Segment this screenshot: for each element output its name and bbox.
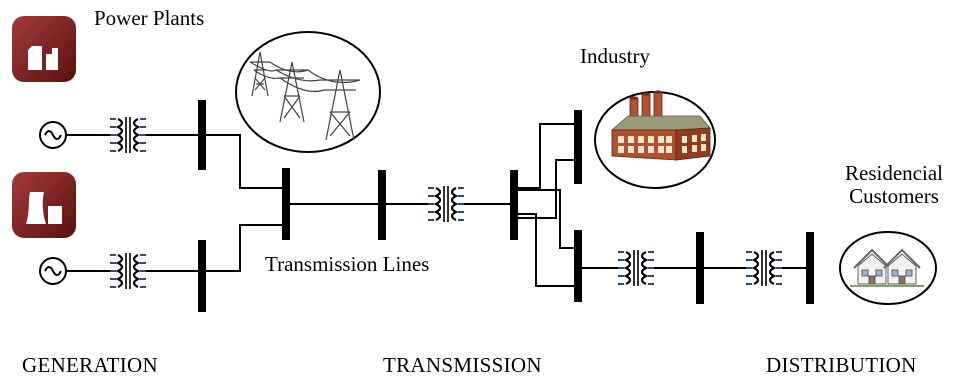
busbar: [282, 168, 290, 240]
busbar: [510, 170, 518, 240]
busbar: [696, 232, 704, 304]
transformer-icon: [108, 251, 148, 291]
power-plants-label: Power Plants: [94, 6, 205, 30]
busbar: [574, 110, 582, 184]
industry-label: Industry: [580, 44, 650, 68]
transformer-icon: [108, 115, 148, 155]
factory-icon: [594, 90, 716, 189]
busbar: [198, 100, 206, 170]
generator-icon: [39, 257, 67, 285]
transmission-label: TRANSMISSION: [383, 353, 542, 377]
transformer-icon: [744, 248, 784, 288]
busbar: [198, 240, 206, 312]
distribution-label: DISTRIBUTION: [766, 353, 917, 377]
transmission-lines-label: Transmission Lines: [265, 252, 430, 276]
connection-lines: [66, 123, 810, 287]
busbar: [378, 170, 386, 240]
transformer-icon: [616, 248, 656, 288]
transformer-icon: [426, 184, 466, 224]
power-plant-icon: [12, 16, 76, 82]
residential-customers-label: Residencial Customers: [836, 161, 952, 209]
residential-line-2: Customers: [849, 184, 939, 209]
busbar: [574, 230, 582, 302]
residential-line-1: Residencial: [845, 161, 943, 185]
generation-label: GENERATION: [22, 353, 158, 377]
generator-icon: [39, 121, 67, 149]
busbar: [806, 232, 814, 304]
transmission-tower-icon: [235, 31, 381, 153]
power-plant-icon: [12, 172, 76, 238]
house-icon: [839, 231, 937, 305]
